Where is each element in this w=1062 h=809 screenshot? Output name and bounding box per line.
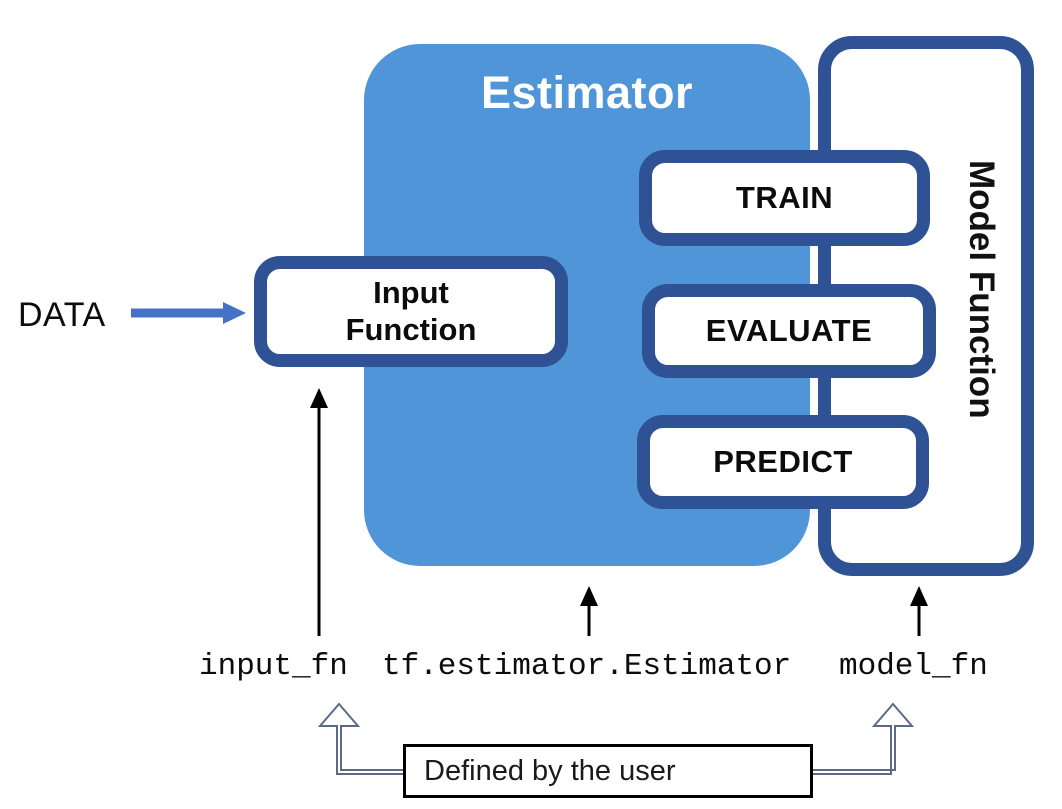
input-function-line1: Input	[373, 274, 449, 310]
estimator-panel-title: Estimator	[480, 67, 694, 118]
code-label-input-fn: input_fn	[199, 649, 348, 684]
arrow-to-input-function-icon	[310, 388, 328, 636]
code-label-model-fn: model_fn	[839, 649, 988, 684]
elbow-up-arrow-to-model-fn-icon	[805, 702, 915, 775]
action-box-evaluate[interactable]: EVALUATE	[642, 284, 936, 378]
action-box-predict[interactable]: PREDICT	[637, 415, 929, 509]
code-label-estimator: tf.estimator.Estimator	[382, 649, 792, 684]
action-box-train[interactable]: TRAIN	[639, 150, 930, 246]
arrow-to-estimator-icon	[580, 586, 598, 636]
input-function-label: Input Function	[346, 275, 477, 348]
right-arrow-icon	[131, 302, 246, 324]
defined-by-user-box: Defined by the user	[403, 744, 813, 798]
model-function-label: Model Function	[962, 160, 1001, 419]
arrow-to-model-function-icon	[910, 586, 928, 636]
elbow-up-arrow-to-input-fn-icon	[317, 702, 416, 775]
input-function-line2: Function	[345, 311, 477, 347]
defined-by-user-label: Defined by the user	[424, 754, 676, 787]
data-source-label: DATA	[18, 296, 106, 334]
input-function-box[interactable]: Input Function	[254, 256, 568, 367]
